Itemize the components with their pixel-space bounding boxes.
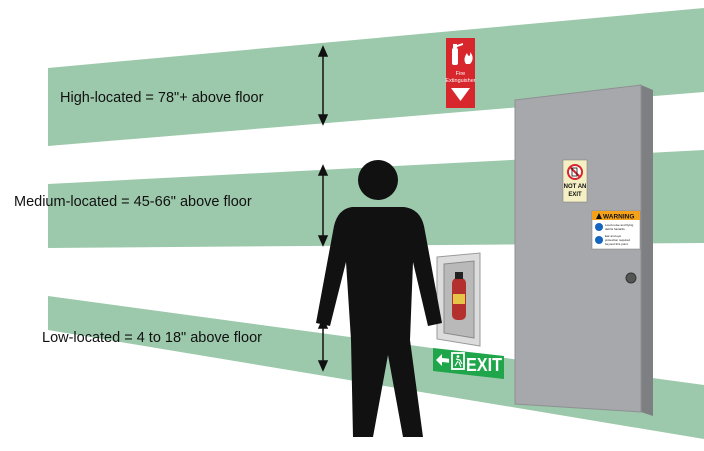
medium-zone-label: Medium-located = 45-66" above floor	[14, 194, 252, 210]
high-zone-label: High-located = 78"+ above floor	[60, 90, 263, 106]
person-body	[316, 207, 442, 437]
not-an-exit-sign: NOT AN EXIT	[563, 160, 587, 202]
person-head	[358, 160, 398, 200]
not-an-exit-line1: NOT AN	[564, 184, 587, 190]
fire-extinguisher-sign: Fire Extinguisher	[445, 38, 475, 108]
not-an-exit-line2: EXIT	[568, 192, 582, 198]
warning-sign: WARNING Loud noise and flying debris haz…	[592, 211, 640, 249]
warning-line2: debris hazards.	[605, 227, 626, 231]
low-zone-label: Low-located = 4 to 18" above floor	[42, 330, 262, 346]
door	[515, 85, 653, 416]
warning-line5: beyond this point.	[605, 242, 629, 246]
door-edge	[641, 85, 653, 416]
fire-extinguisher-line1: Fire	[456, 71, 465, 77]
fire-extinguisher-line2: Extinguisher	[445, 78, 475, 84]
fire-extinguisher-cabinet	[437, 253, 480, 346]
eye-protection-icon	[595, 236, 603, 244]
warning-header: WARNING	[603, 214, 634, 221]
ear-protection-icon	[595, 223, 603, 231]
exit-text: EXIT	[466, 355, 502, 375]
door-knob	[626, 273, 636, 283]
